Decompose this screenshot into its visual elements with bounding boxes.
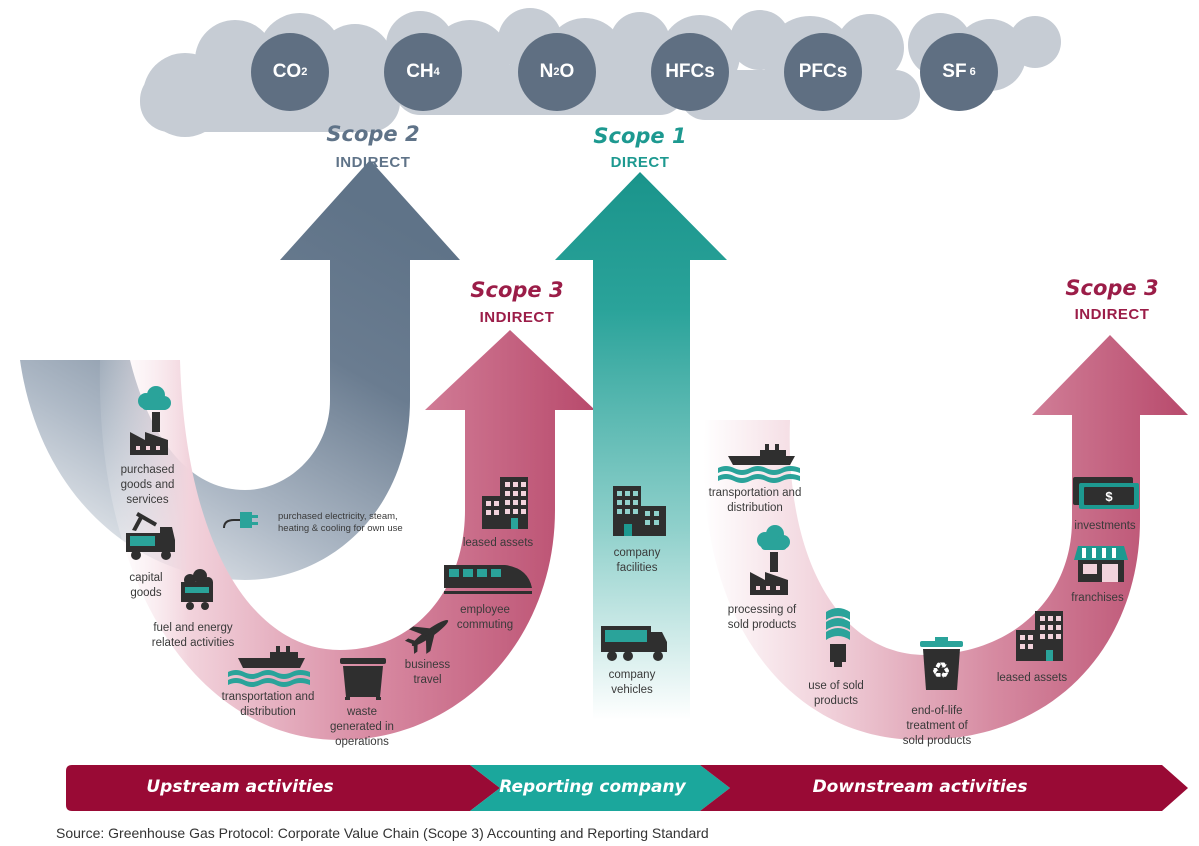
company-vehicles-label: company vehicles [608,669,656,696]
factory-cloud-icon [750,525,790,595]
investments-label: investments [1074,520,1136,532]
upstream-activities-label: Upstream activities [146,777,334,797]
office-building-icon [1016,611,1063,661]
waste-label: waste generated in operations [330,706,394,748]
svg-text:$: $ [1105,489,1113,504]
delivery-truck-icon [601,626,667,661]
ship-icon [228,646,310,687]
dumpster-icon [340,658,386,700]
scope3-upstream-subtitle: INDIRECT [479,309,555,326]
lightbulb-icon [826,608,850,667]
upstream-transport-label: transportation and distribution [221,691,315,718]
scope3-downstream-subtitle: INDIRECT [1074,306,1150,323]
ship-icon [718,444,800,483]
franchises-label: franchises [1071,592,1124,604]
scope3-upstream-title: Scope 3 [470,278,564,302]
crane-truck-icon [126,512,175,560]
source-caption: Source: Greenhouse Gas Protocol: Corpora… [56,825,709,841]
scope1-subtitle: DIRECT [610,154,670,171]
purchased-goods-label: purchased goods and services [120,464,175,506]
scope3-downstream-title: Scope 3 [1065,276,1159,300]
scope2-electricity-label: purchased electricity, steam, heating & … [278,511,403,534]
upstream-leased-assets-label: leased assets [462,537,534,549]
scope3-upstream-arrow [99,330,596,740]
company-facilities-label: company facilities [613,547,661,574]
scope2-title: Scope 2 [326,122,420,146]
recycle-bin-icon: ♻ [920,637,963,690]
company-building-icon [613,486,666,536]
pfcs-bubble: PFCs [784,33,862,111]
svg-text:♻: ♻ [931,659,951,684]
scope3-downstream-arrow [703,335,1188,740]
downstream-activities-label: Downstream activities [812,777,1028,797]
train-icon [444,565,532,594]
money-bills-icon: $ [1073,477,1139,509]
storefront-icon [1074,546,1128,582]
office-building-icon [482,477,528,529]
employee-commuting-label: employee commuting [456,604,514,631]
coal-cart-icon [181,569,213,610]
downstream-bar-segment [700,765,1188,811]
reporting-bar-segment [470,765,730,811]
scope2-subtitle: INDIRECT [335,154,411,171]
value-chain-bar [66,765,1188,811]
business-travel-label: business travel [404,659,451,686]
downstream-leased-assets-label: leased assets [996,672,1068,684]
power-plug-icon [223,512,258,529]
end-of-life-label: end-of-life treatment of sold products [902,705,972,747]
capital-goods-label: capital goods [129,572,163,599]
use-of-sold-products-label: use of sold products [808,680,864,707]
processing-label: processing of sold products [727,604,797,631]
downstream-transport-label: transportation and distribution [708,487,802,514]
fuel-energy-label: fuel and energy related activities [151,622,235,649]
scope1-arrow [555,172,727,720]
hfcs-bubble: HFCs [651,33,729,111]
airplane-icon [404,619,449,654]
reporting-company-label: Reporting company [499,777,686,797]
factory-cloud-icon [130,386,171,455]
scope1-title: Scope 1 [593,124,687,148]
upstream-bar-segment [66,765,500,811]
